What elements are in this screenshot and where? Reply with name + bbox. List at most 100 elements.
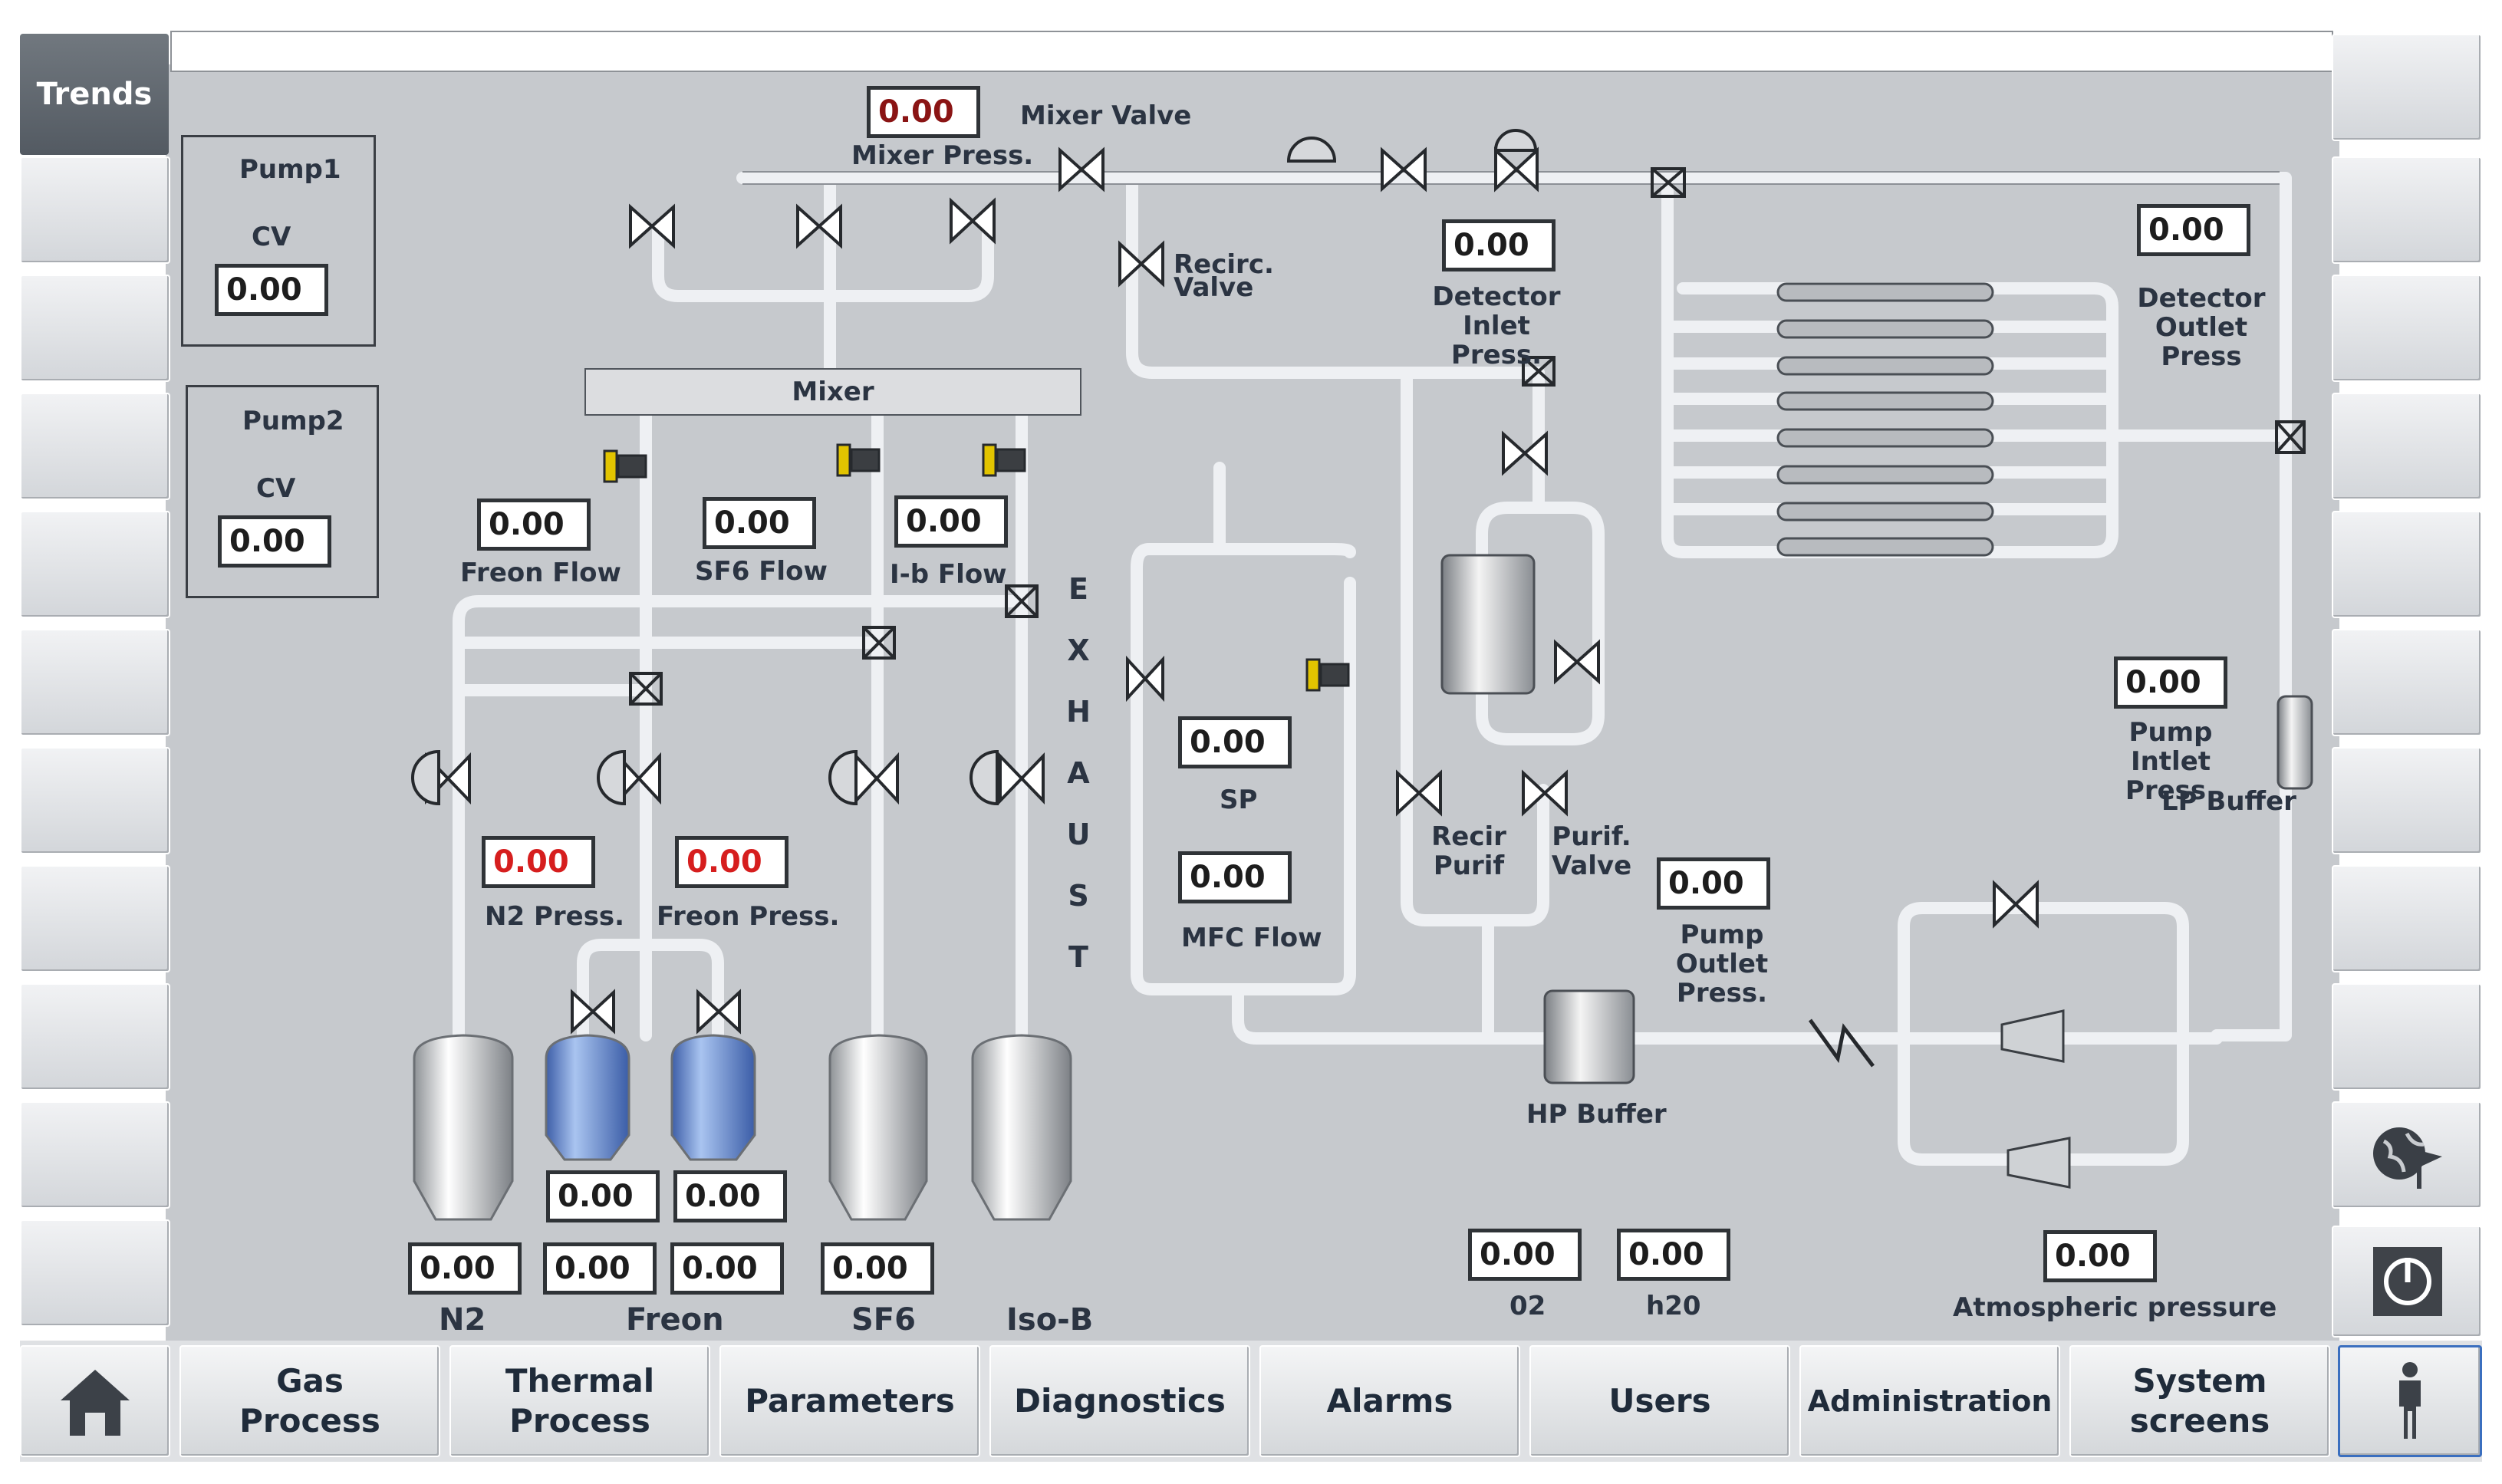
exhaust-letter-u: U [1066, 818, 1091, 851]
detector-outlet-field[interactable]: 0.00 [2137, 204, 2250, 256]
sf6-flow-field[interactable]: 0.00 [703, 497, 816, 549]
exhaust-letter-a: A [1067, 756, 1090, 790]
h2o-field[interactable]: 0.00 [1617, 1229, 1730, 1281]
mixer-valve-label: Mixer Valve [1020, 100, 1192, 131]
right-sidebar-button-1[interactable] [2332, 34, 2482, 141]
pump-outlet-field[interactable]: 0.00 [1657, 857, 1770, 910]
alarms-label: Alarms [1326, 1382, 1453, 1420]
n2-label: N2 [439, 1302, 486, 1338]
pump1-box [181, 135, 376, 347]
right-sidebar-button-2[interactable] [2332, 156, 2482, 264]
right-sidebar-button-9[interactable] [2332, 983, 2482, 1091]
language-button[interactable] [2332, 1101, 2482, 1209]
freon-flow-field[interactable]: 0.00 [477, 499, 591, 551]
n2-press-label: N2 Press. [485, 901, 625, 932]
atm-pressure-field[interactable]: 0.00 [2043, 1230, 2157, 1282]
ib-flow-label: I-b Flow [890, 559, 1007, 590]
freon-flow-label: Freon Flow [460, 558, 621, 588]
freon-press-label: Freon Press. [657, 901, 840, 932]
sp-field[interactable]: 0.00 [1178, 716, 1292, 768]
right-sidebar-button-4[interactable] [2332, 393, 2482, 500]
pump-outlet-label: Pump Outlet Press. [1675, 920, 1769, 1009]
hp-buffer-label: HP Buffer [1526, 1099, 1667, 1130]
detector-inlet-field[interactable]: 0.00 [1442, 219, 1556, 271]
administration-button[interactable]: Administration [1799, 1345, 2060, 1457]
left-sidebar-button-6[interactable] [20, 629, 170, 736]
right-sidebar-button-8[interactable] [2332, 865, 2482, 972]
trends-button[interactable]: Trends [20, 34, 169, 155]
freon-press-field[interactable]: 0.00 [675, 836, 788, 888]
pump1-title: Pump1 [239, 154, 341, 185]
sf6-bottle-field[interactable]: 0.00 [821, 1242, 934, 1295]
pump-inlet-field[interactable]: 0.00 [2114, 656, 2227, 709]
o2-field[interactable]: 0.00 [1468, 1229, 1582, 1281]
parameters-button[interactable]: Parameters [719, 1345, 980, 1457]
ib-flow-field[interactable]: 0.00 [894, 495, 1008, 548]
left-sidebar-button-3[interactable] [20, 275, 170, 382]
left-sidebar-button-5[interactable] [20, 511, 170, 618]
diagnostics-label: Diagnostics [1014, 1382, 1226, 1420]
exhaust-letter-e: E [1068, 572, 1088, 606]
n2-press-field[interactable]: 0.00 [482, 836, 595, 888]
gas-process-button[interactable]: Gas Process [179, 1345, 440, 1457]
left-sidebar-button-2[interactable] [20, 156, 170, 264]
recirc-valve-label: Recirc. Valve [1174, 249, 1274, 303]
left-sidebar-button-7[interactable] [20, 747, 170, 854]
trends-label: Trends [36, 77, 153, 112]
home-button[interactable] [20, 1345, 170, 1457]
left-sidebar-button-8[interactable] [20, 865, 170, 972]
exhaust-letter-s: S [1068, 879, 1089, 913]
pump2-cv-label: CV [256, 473, 296, 504]
purif-valve-label: Purif. Valve [1551, 821, 1632, 881]
isob-label: Iso-B [1006, 1302, 1094, 1338]
mfc-flow-field[interactable]: 0.00 [1178, 851, 1292, 903]
pump2-title: Pump2 [242, 406, 344, 436]
user-login-button[interactable] [2338, 1345, 2482, 1457]
mfc-flow-label: MFC Flow [1181, 923, 1322, 953]
pump2-cv-field[interactable]: 0.00 [218, 515, 331, 568]
pump1-cv-label: CV [252, 222, 291, 252]
lp-buffer-label: LP Buffer [2161, 786, 2296, 817]
globe-flag-icon [2373, 1127, 2442, 1189]
exhaust-letter-h: H [1066, 695, 1091, 729]
right-sidebar-button-3[interactable] [2332, 275, 2482, 382]
left-sidebar-button-10[interactable] [20, 1101, 170, 1209]
freon-b-bottle-field[interactable]: 0.00 [670, 1242, 784, 1295]
exhaust-letter-x: X [1067, 633, 1090, 667]
system-screens-button[interactable]: System screens [2069, 1345, 2330, 1457]
mixer-press-field[interactable]: 0.00 [867, 86, 980, 138]
recir-purif-label: Recir Purif [1431, 821, 1506, 881]
detector-inlet-label: Detector Inlet Press. [1432, 281, 1561, 370]
freon-right-field[interactable]: 0.00 [673, 1170, 787, 1222]
pump-inlet-label: Pump Intlet Press. [2125, 717, 2217, 806]
pump2-box [186, 385, 379, 598]
mixer-press-label: Mixer Press. [851, 140, 1034, 171]
n2-bottle-field[interactable]: 0.00 [408, 1242, 522, 1295]
power-icon [2373, 1247, 2442, 1316]
pump1-cv-field[interactable]: 0.00 [215, 264, 328, 316]
users-label: Users [1608, 1382, 1711, 1420]
h2o-label: h20 [1646, 1291, 1701, 1321]
home-icon [61, 1370, 130, 1436]
mixer-vessel: Mixer [584, 368, 1081, 416]
left-sidebar-button-11[interactable] [20, 1219, 170, 1327]
power-button[interactable] [2332, 1226, 2482, 1338]
left-sidebar-button-4[interactable] [20, 393, 170, 500]
left-sidebar-button-9[interactable] [20, 983, 170, 1091]
freon-label: Freon [626, 1302, 724, 1338]
sp-label: SP [1220, 785, 1258, 815]
thermal-process-button[interactable]: Thermal Process [449, 1345, 710, 1457]
system-screens-label: System screens [2129, 1362, 2270, 1440]
alarms-button[interactable]: Alarms [1259, 1345, 1520, 1457]
freon-left-field[interactable]: 0.00 [546, 1170, 660, 1222]
users-button[interactable]: Users [1529, 1345, 1790, 1457]
parameters-label: Parameters [745, 1382, 955, 1420]
o2-label: 02 [1509, 1291, 1546, 1321]
freon-a-bottle-field[interactable]: 0.00 [543, 1242, 657, 1295]
gas-process-label: Gas Process [239, 1362, 380, 1440]
message-bar [170, 31, 2333, 72]
right-sidebar-button-7[interactable] [2332, 747, 2482, 854]
right-sidebar-button-5[interactable] [2332, 511, 2482, 618]
diagnostics-button[interactable]: Diagnostics [989, 1345, 1250, 1457]
right-sidebar-button-6[interactable] [2332, 629, 2482, 736]
